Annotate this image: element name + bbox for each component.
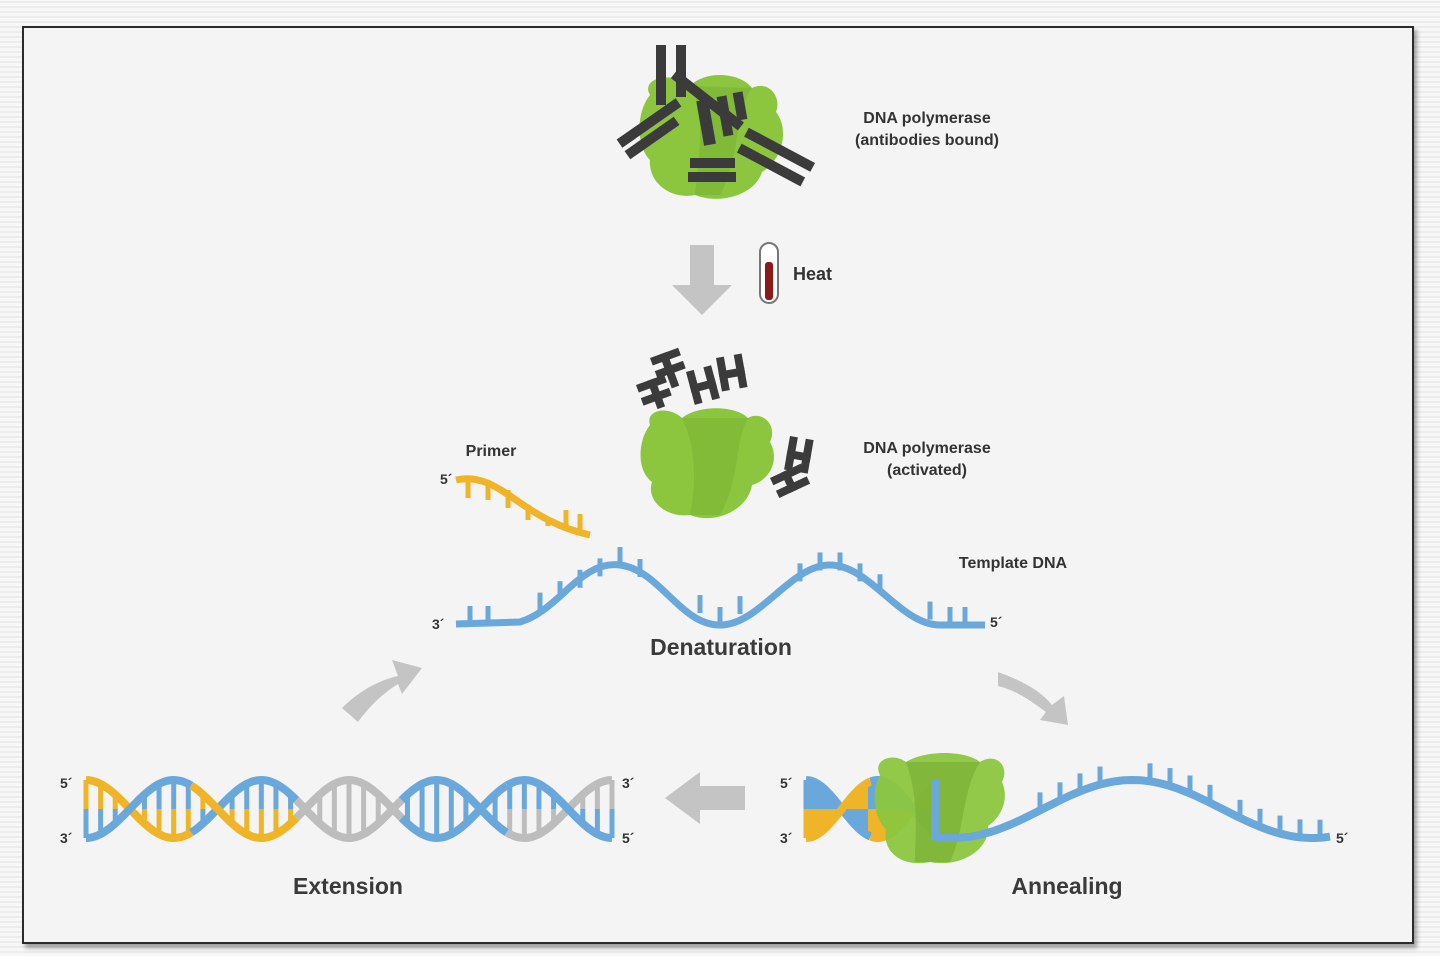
polymerase-bound-label-1: DNA polymerase [863,110,991,127]
ann-left-bottom-end: 3´ [780,830,793,846]
cycle-arrow-icon [998,672,1068,725]
primer-strand [455,475,591,539]
heat-label: Heat [793,264,832,284]
template-3-end: 3´ [432,616,445,632]
primer-label: Primer [466,443,517,460]
annealing-label: Annealing [1011,873,1122,899]
denaturation-label: Denaturation [650,634,792,660]
template-5-end: 5´ [990,614,1003,630]
extension-label: Extension [293,873,403,899]
released-antibodies [636,347,814,498]
ext-left-bottom-end: 3´ [60,830,73,846]
ann-right-end: 5´ [1336,830,1349,846]
ext-right-bottom-end: 5´ [622,830,635,846]
polymerase-bound-group: DNA polymerase (antibodies bound) [616,45,999,199]
ann-left-top-end: 5´ [780,775,793,791]
polymerase-active-group: DNA polymerase (activated) [640,408,991,519]
ext-left-top-end: 5´ [60,775,73,791]
ext-right-top-end: 3´ [622,775,635,791]
polymerase-active-label-1: DNA polymerase [863,440,991,457]
left-arrow-icon [665,772,745,824]
template-dna-label: Template DNA [959,555,1068,572]
primer-group: Primer 5´ [440,443,591,539]
extension-helix: 5´ 3´ 3´ 5´ [60,775,635,846]
polymerase-active-label-2: (activated) [887,462,967,479]
polymerase-bound-label-2: (antibodies bound) [855,132,999,149]
thermometer-icon [759,242,779,304]
primer-5-end: 5´ [440,471,453,487]
down-arrow-icon [672,245,732,315]
cycle-arrow-icon [342,660,422,722]
template-dna-group: Template DNA 3´ 5´ [432,547,1068,632]
annealing-group: 5´ 3´ 5´ [780,753,1349,864]
antibody-icon [616,45,816,187]
